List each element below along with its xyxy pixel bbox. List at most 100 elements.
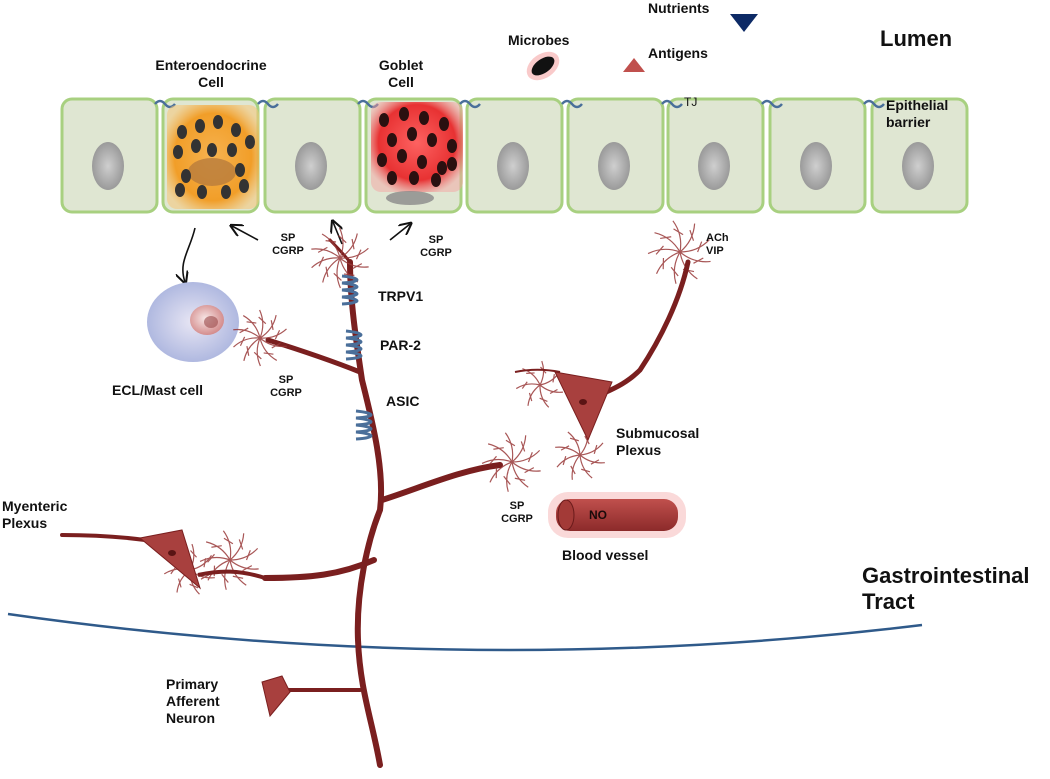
dendrite-branch bbox=[239, 336, 246, 347]
dendrite-branch bbox=[655, 245, 664, 255]
dendrite-branch bbox=[311, 257, 341, 269]
dendrite-branch bbox=[579, 454, 605, 464]
dendrite-branch bbox=[238, 539, 244, 550]
sp-text: SP bbox=[280, 232, 296, 244]
cell-nucleus bbox=[295, 142, 327, 190]
primary-afferent-neuron bbox=[262, 238, 503, 768]
sp-text: SP bbox=[509, 500, 525, 512]
dendrite-branch bbox=[524, 467, 535, 474]
mucin-granule bbox=[439, 117, 449, 131]
cell-nucleus bbox=[598, 142, 630, 190]
tight-junction bbox=[561, 99, 583, 109]
dendrite-branch bbox=[229, 547, 259, 561]
dendrite-branch bbox=[224, 559, 231, 590]
mucin-granule bbox=[409, 171, 419, 185]
cgrp-text: CGRP bbox=[420, 247, 452, 260]
nutrients-label: Nutrients bbox=[648, 0, 710, 16]
dendrite-branch bbox=[229, 559, 259, 570]
secretory-granule bbox=[207, 143, 217, 157]
sp-cgrp-label-3: SP CGRP bbox=[266, 374, 306, 400]
goblet-label: Goblet Cell bbox=[366, 57, 436, 91]
dendrite-branch bbox=[679, 239, 710, 253]
dendrite-branch bbox=[253, 351, 262, 360]
blood-vessel bbox=[548, 492, 686, 538]
dendrite-branch bbox=[258, 316, 267, 325]
dendrite-branch bbox=[506, 461, 513, 492]
mucin-granule bbox=[437, 161, 447, 175]
tight-junction-label: TJ bbox=[684, 95, 698, 109]
dendrite-branch bbox=[343, 273, 355, 276]
dendrite-branch bbox=[325, 266, 329, 278]
mucin-granule bbox=[447, 139, 457, 153]
asic-label: ASIC bbox=[386, 393, 420, 409]
dendrite-branch bbox=[233, 328, 261, 339]
dendrite-branch bbox=[562, 456, 567, 466]
enteroendocrine-label-line2: Cell bbox=[198, 73, 224, 90]
dendrite-branch bbox=[242, 315, 261, 339]
epithelial-barrier-label: Epithelial barrier bbox=[886, 97, 948, 131]
cell-nucleus bbox=[800, 142, 832, 190]
mucin-granule bbox=[397, 149, 407, 163]
dendrite-branch bbox=[511, 435, 527, 463]
dendrite-branch bbox=[178, 578, 182, 588]
secretory-granule bbox=[213, 115, 223, 129]
sp-text: SP bbox=[278, 374, 294, 386]
dendrite-branch bbox=[259, 314, 277, 339]
dendrite-branch bbox=[511, 461, 529, 488]
dendrite-branch bbox=[246, 346, 250, 356]
dendrite-branch bbox=[539, 384, 563, 393]
dendrite-branch bbox=[584, 435, 590, 445]
secretory-granule bbox=[227, 143, 237, 157]
dendrite-branch bbox=[539, 360, 545, 386]
secretory-granule bbox=[197, 185, 207, 199]
myenteric-line1: Myenteric bbox=[2, 498, 68, 514]
dendrite-branch bbox=[560, 445, 570, 451]
gi-line2: Tract bbox=[862, 589, 915, 615]
dendrite-branch bbox=[521, 381, 528, 389]
dendrite-branch bbox=[505, 439, 516, 447]
dendrite-branch bbox=[189, 583, 199, 589]
dendrite-branch bbox=[325, 240, 337, 243]
tight-junctions bbox=[154, 99, 885, 109]
nerve-terminals bbox=[163, 220, 711, 595]
sp-cgrp-label-4: SP CGRP bbox=[497, 500, 537, 526]
dendrite-branch bbox=[355, 249, 362, 260]
mucin-granule bbox=[387, 171, 397, 185]
dendrite-branch bbox=[555, 446, 581, 456]
receptor-coil bbox=[345, 329, 363, 361]
antigens-label: Antigens bbox=[648, 45, 708, 61]
dendrite-branch bbox=[581, 468, 591, 473]
dendrite-branch bbox=[242, 565, 253, 572]
dendrite-branch bbox=[503, 475, 511, 485]
dendrite-branch bbox=[333, 272, 342, 281]
secretory-granule bbox=[221, 185, 231, 199]
myenteric-line2: Plexus bbox=[2, 514, 48, 531]
microbe-icon bbox=[526, 51, 560, 81]
dendrite-branch bbox=[318, 256, 325, 267]
dendrite-branch bbox=[489, 455, 497, 465]
goblet-label-line2: Cell bbox=[388, 73, 414, 90]
mucin-granule bbox=[377, 153, 387, 167]
dendrite-branch bbox=[481, 458, 513, 465]
dendrite-branch bbox=[205, 541, 231, 561]
dendrite-branch bbox=[514, 477, 526, 481]
primary-line2: Afferent bbox=[166, 692, 220, 709]
secretory-granule bbox=[181, 169, 191, 183]
dendrite-branch bbox=[504, 432, 514, 463]
tight-junction bbox=[459, 99, 481, 109]
dendrite-branch bbox=[336, 257, 341, 289]
dendrite-branch bbox=[515, 383, 541, 390]
dendrite-branch bbox=[271, 342, 281, 349]
lumen-title: Lumen bbox=[880, 26, 953, 51]
dendrite-branch bbox=[487, 443, 513, 463]
nutrient-marker bbox=[730, 14, 758, 32]
dendrite-branch bbox=[199, 556, 231, 563]
dendrite-branch bbox=[339, 257, 369, 268]
cell-nucleus bbox=[92, 142, 124, 190]
secretory-granule bbox=[191, 139, 201, 153]
dendrite-branch bbox=[339, 227, 344, 259]
dendrite-branch bbox=[207, 553, 215, 563]
tight-junction bbox=[661, 99, 683, 109]
dendrite-branch bbox=[590, 459, 600, 465]
dendrite-branch bbox=[593, 444, 598, 454]
